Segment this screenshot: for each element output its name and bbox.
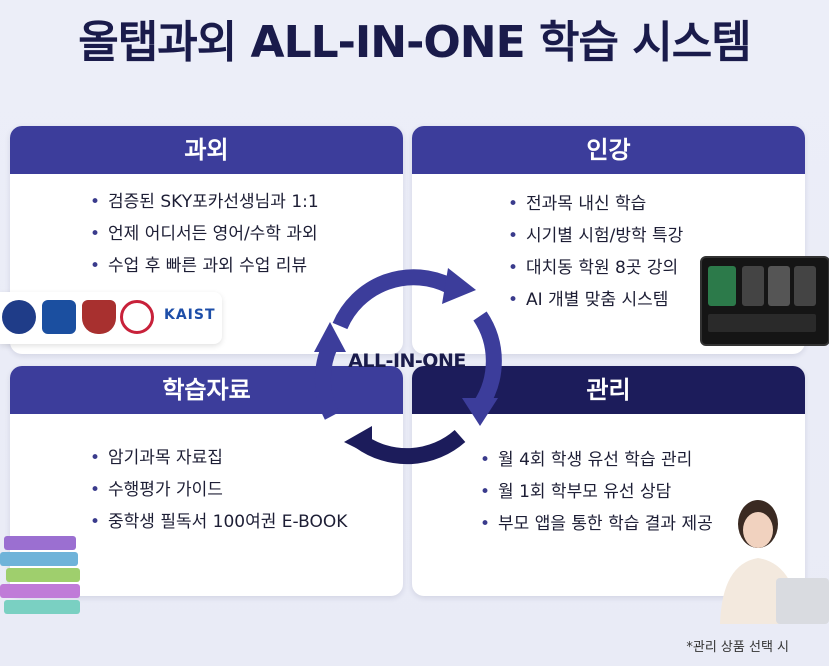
arrow-head-bottom xyxy=(344,426,372,456)
list-item: 월 1회 학부모 유선 상담 xyxy=(480,476,713,508)
list-item: 부모 앱을 통한 학습 결과 제공 xyxy=(480,508,713,540)
tablet-image xyxy=(700,256,829,346)
all-in-one-label: ALL-IN-ONE xyxy=(348,350,466,372)
kaist-logo: KAIST xyxy=(164,307,216,323)
lecture-card-header: 인강 xyxy=(412,126,805,174)
list-item: AI 개별 맞춤 시스템 xyxy=(508,284,683,316)
arrow-head-right xyxy=(462,398,498,426)
list-item: 검증된 SKY포카선생님과 1:1 xyxy=(90,186,319,218)
cycle-arc-left xyxy=(314,342,340,420)
university-logos: KAIST xyxy=(0,292,222,344)
cycle-arrows-icon xyxy=(314,268,502,465)
arrow-head-left xyxy=(314,322,346,352)
list-item: 수업 후 빠른 과외 수업 리뷰 xyxy=(90,250,319,282)
tutor-list: 검증된 SKY포카선생님과 1:1 언제 어디서든 영어/수학 과외 수업 후 … xyxy=(90,186,319,282)
materials-card-header: 학습자료 xyxy=(10,366,403,414)
lecture-list: 전과목 내신 학습 시기별 시험/방학 특강 대치동 학원 8곳 강의 AI 개… xyxy=(508,188,683,316)
cycle-arc-top xyxy=(332,269,454,330)
counselor-image xyxy=(720,500,829,624)
list-item: 암기과목 자료집 xyxy=(90,442,347,474)
lecture-card: 인강 전과목 내신 학습 시기별 시험/방학 특강 대치동 학원 8곳 강의 A… xyxy=(412,126,805,354)
snu-logo-icon xyxy=(2,300,36,334)
yonsei-logo-icon xyxy=(42,300,76,334)
list-item: 월 4회 학생 유선 학습 관리 xyxy=(480,444,713,476)
list-item: 중학생 필독서 100여권 E-BOOK xyxy=(90,506,347,538)
list-item: 시기별 시험/방학 특강 xyxy=(508,220,683,252)
cycle-arc-bottom xyxy=(355,429,466,465)
footnote: *관리 상품 선택 시 xyxy=(686,640,789,655)
postech-logo-icon xyxy=(120,300,154,334)
books-image xyxy=(0,536,80,614)
list-item: 수행평가 가이드 xyxy=(90,474,347,506)
korea-univ-logo-icon xyxy=(82,300,116,334)
tutor-card-header: 과외 xyxy=(10,126,403,174)
manage-list: 월 4회 학생 유선 학습 관리 월 1회 학부모 유선 상담 부모 앱을 통한… xyxy=(480,444,713,540)
list-item: 전과목 내신 학습 xyxy=(508,188,683,220)
list-item: 언제 어디서든 영어/수학 과외 xyxy=(90,218,319,250)
page-title: 올탭과외 ALL-IN-ONE 학습 시스템 xyxy=(78,17,751,68)
materials-list: 암기과목 자료집 수행평가 가이드 중학생 필독서 100여권 E-BOOK xyxy=(90,442,347,538)
arrow-head-top xyxy=(442,268,476,304)
list-item: 대치동 학원 8곳 강의 xyxy=(508,252,683,284)
cycle-arc-right xyxy=(473,311,502,411)
